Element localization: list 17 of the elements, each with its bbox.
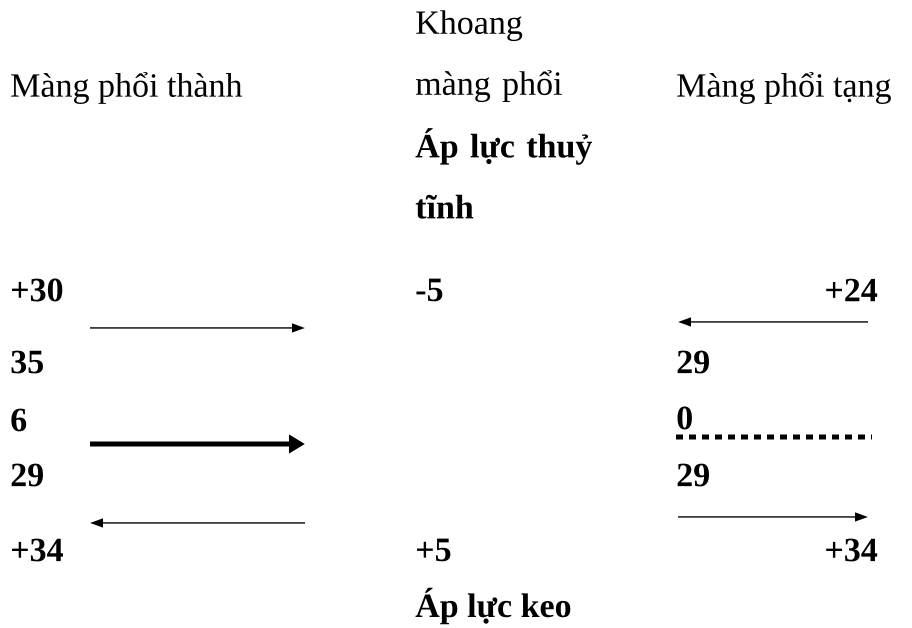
label: Màng phổi tạng (677, 72, 891, 104)
label: 29 (678, 350, 709, 374)
label: Áp lực thuỷ tĩnh (416, 128, 592, 219)
label: +34 (12, 538, 63, 562)
label: Áp lực keo (416, 588, 570, 624)
label: +34 (826, 538, 878, 562)
label: Khoang màng phổi (416, 10, 562, 102)
label: +24 (826, 278, 878, 302)
label: 29 (678, 464, 709, 486)
label: Màng phổi thành (11, 72, 242, 104)
label: 6 (11, 408, 26, 432)
label: 29 (12, 464, 43, 486)
label: -5 (416, 278, 442, 302)
label: +5 (417, 538, 450, 562)
label: 35 (12, 350, 43, 374)
label: +30 (12, 278, 62, 302)
label: 0 (678, 406, 692, 430)
